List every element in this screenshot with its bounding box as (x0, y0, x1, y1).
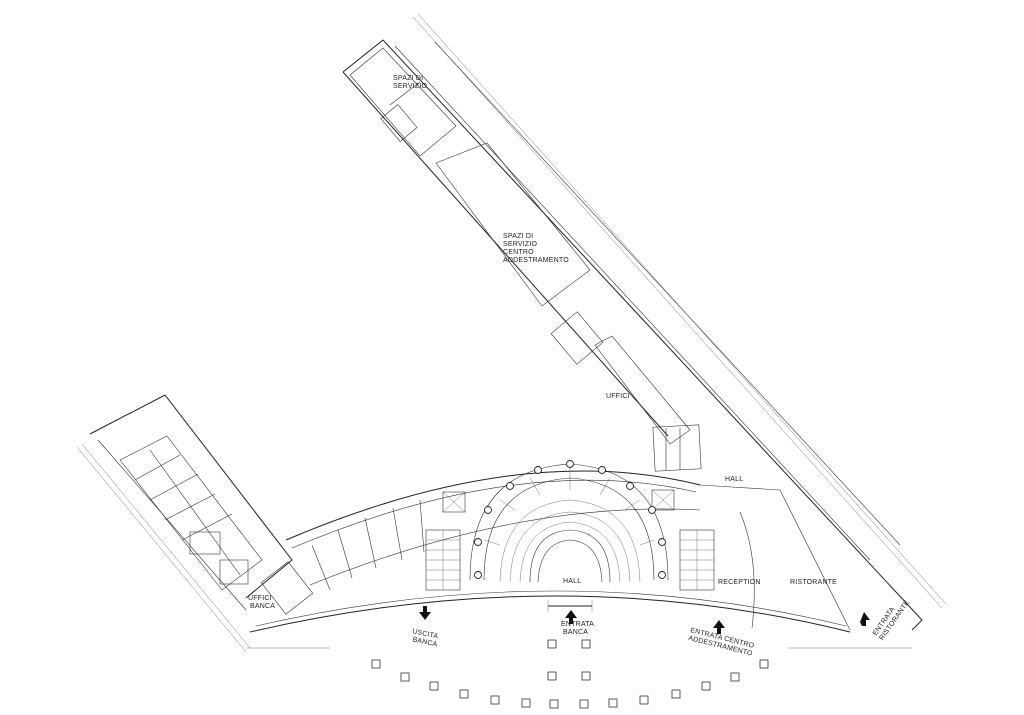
column (534, 466, 542, 474)
exit-arrow (419, 606, 431, 620)
column (626, 482, 634, 490)
entrance-arrow (713, 620, 725, 634)
column (474, 571, 482, 579)
outdoor-bollards (246, 639, 912, 709)
label-uscita-banca: USCITA BANCA (410, 628, 441, 649)
west-wing (76, 394, 314, 653)
column (658, 571, 666, 579)
label-hall-east: HALL (725, 476, 743, 483)
column (598, 466, 606, 474)
label-ristorante: RISTORANTE (790, 579, 837, 586)
northeast-wing (342, 13, 947, 631)
central-hall (249, 460, 851, 633)
column (474, 538, 482, 546)
label-reception: RECEPTION (718, 579, 761, 586)
label-entrata-ristorante: ENTRATA RISTORANTE (872, 595, 911, 642)
column (648, 506, 656, 514)
column (506, 482, 514, 490)
label-entrata-banca: ENTRATA BANCA (561, 621, 596, 636)
label-spazi-centro: SPAZI DI SERVIZIO CENTRO ADDESTRAMENTO (503, 233, 569, 264)
label-spazi-servizio: SPAZI DI SERVIZIO (393, 75, 428, 90)
stair-left (425, 529, 461, 591)
stair-right (679, 529, 715, 591)
label-uffici: UFFICI (606, 393, 630, 400)
label-uffici-banca: UFFICI BANCA (248, 595, 275, 610)
column (566, 460, 574, 468)
column (484, 506, 492, 514)
entrance-arrow (565, 610, 577, 624)
column (658, 538, 666, 546)
entrance-arrow (860, 612, 870, 626)
label-hall-main: HALL (563, 578, 581, 585)
label-entrata-centro: ENTRATA CENTRO ADDESTRAMENTO (688, 627, 757, 658)
